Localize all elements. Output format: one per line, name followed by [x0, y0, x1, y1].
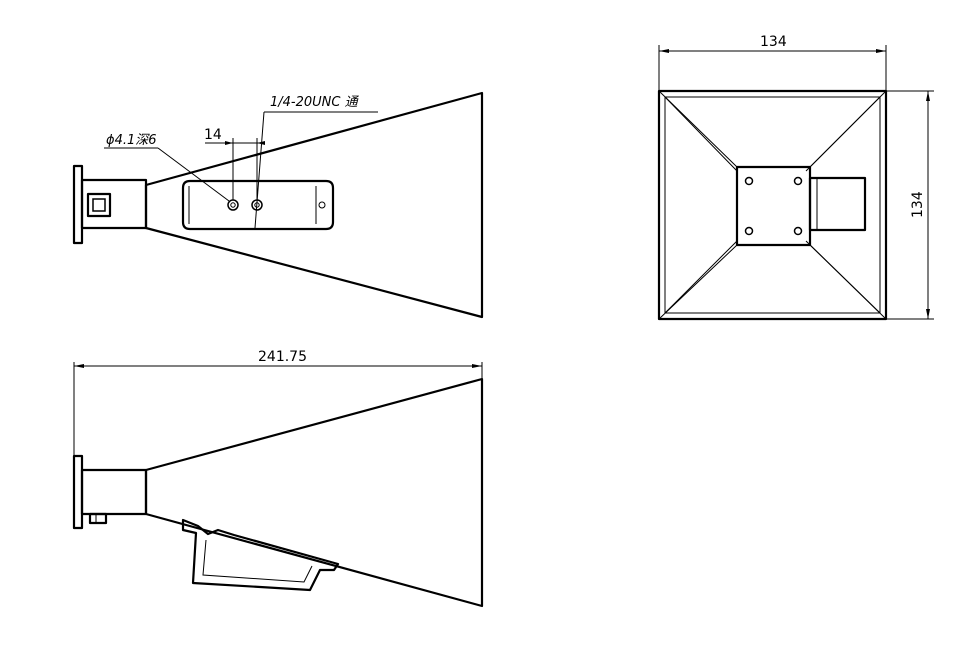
- leader-hole-phi-diag: [157, 147, 230, 202]
- throat-screw-tr: [793, 176, 803, 186]
- side-view-horn: [144, 377, 484, 608]
- dim-14-label: 14: [204, 127, 222, 143]
- hole-phi-4-1: [227, 199, 239, 211]
- top-view-flange: [72, 164, 84, 245]
- front-view-edge-tr2: [805, 96, 881, 172]
- plate-screw: [318, 201, 326, 209]
- front-view-edge-tl2: [664, 96, 738, 172]
- dim-length-arrow-left: [74, 364, 84, 368]
- leader-thread-diag: [254, 111, 265, 229]
- dim-height-label: 134: [910, 191, 926, 218]
- front-view-bracket-block: [808, 176, 867, 232]
- side-view-neck: [80, 468, 148, 516]
- dim-width-arrow-right: [876, 49, 886, 53]
- side-view-flange: [72, 454, 84, 530]
- dim-14-arrow-right: [257, 141, 265, 145]
- top-view-neck: [80, 178, 148, 230]
- side-view-connector: [88, 512, 108, 525]
- dim-width-label: 134: [760, 34, 787, 50]
- hole-phi-4-1-inner: [230, 202, 236, 208]
- side-view-bracket-inner: [202, 539, 313, 583]
- front-view-aperture: [657, 89, 888, 321]
- dim-width-arrow-left: [659, 49, 669, 53]
- dim-height-arrow-bottom: [926, 309, 930, 319]
- side-view-bracket: [181, 518, 340, 592]
- top-view-connector-inner: [92, 198, 106, 212]
- dim-length-arrow-right: [472, 364, 482, 368]
- throat-screw-tl: [744, 176, 754, 186]
- throat-screw-bl: [744, 226, 754, 236]
- side-view: 241.75: [72, 349, 484, 608]
- throat-screw-br: [793, 226, 803, 236]
- front-view: 134 134: [657, 34, 934, 321]
- top-view-horn: [144, 91, 484, 319]
- hole-phi-label: ϕ4.1深6: [106, 133, 157, 148]
- top-view: 14 ϕ4.1深6 1/4-20UNC 通: [72, 91, 484, 319]
- top-view-connector: [86, 192, 112, 218]
- front-view-edge-br2: [805, 240, 881, 314]
- thread-label: 1/4-20UNC 通: [270, 95, 360, 110]
- dim-height-arrow-top: [926, 91, 930, 101]
- front-view-edge-bl2: [664, 240, 738, 314]
- dim-14-arrow-left: [225, 141, 233, 145]
- dim-length-label: 241.75: [258, 349, 307, 365]
- top-view-mount-plate: [181, 179, 335, 231]
- front-view-throat-plate: [735, 165, 812, 247]
